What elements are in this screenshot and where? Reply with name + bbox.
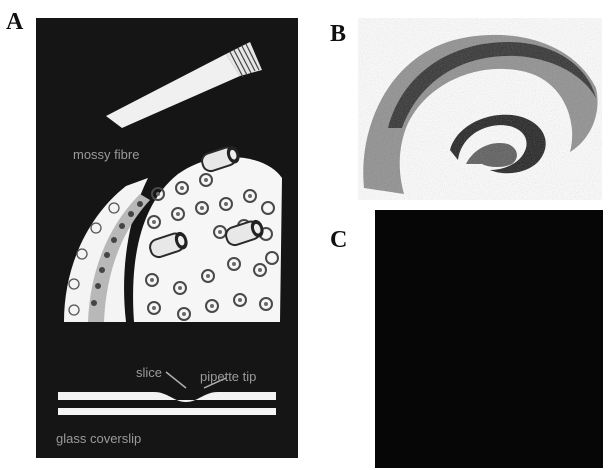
coverslip-label: glass coverslip	[56, 432, 141, 445]
panel-a-letter: A	[6, 10, 23, 34]
stained-section-image	[358, 18, 602, 200]
panel-b-letter: B	[330, 22, 346, 46]
schematic-drawing	[36, 18, 298, 458]
mossy-fibre-label: mossy fibre	[73, 148, 139, 161]
panel-b-stained-section	[358, 18, 602, 200]
panel-c-letter: C	[330, 228, 347, 252]
razor-blade-icon	[106, 42, 262, 128]
panel-a-schematic: mossy fibre slice pipette tip glass cove…	[36, 18, 298, 458]
slice-label: slice	[136, 366, 162, 379]
pipette-label: pipette tip	[200, 370, 256, 383]
panel-c-dark-image	[375, 210, 603, 468]
